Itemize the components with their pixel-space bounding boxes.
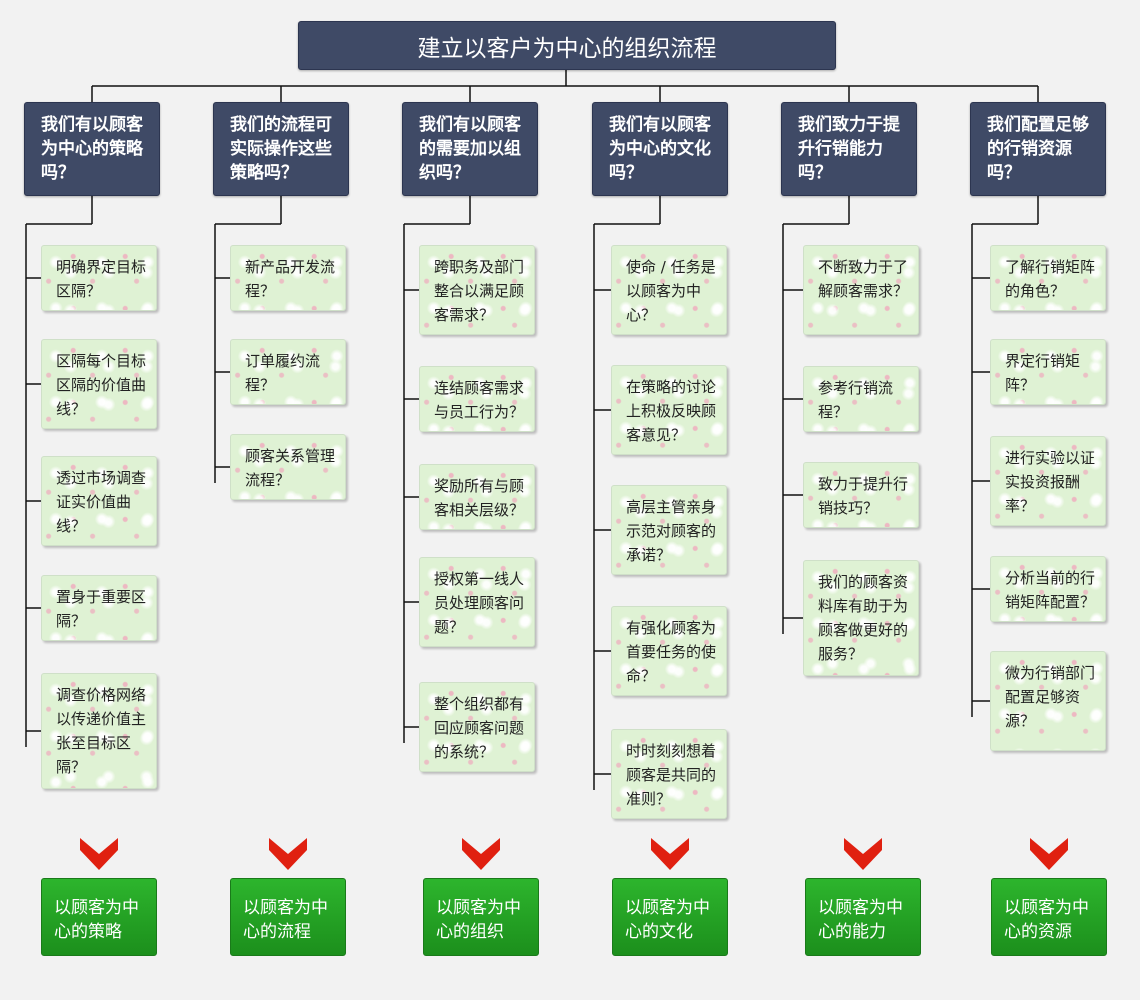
list-item: 置身于重要区隔？ [41,575,157,641]
list-item: 顾客关系管理流程？ [230,434,346,500]
list-item: 区隔每个目标区隔的价值曲线？ [41,339,157,429]
column-question-6: 我们配置足够的行销资源吗？ [970,102,1106,196]
column-question-5: 我们致力于提升行销能力吗？ [781,102,917,196]
list-item: 授权第一线人员处理顾客问题？ [419,557,535,647]
list-item: 新产品开发流程？ [230,245,346,311]
column-question-1: 我们有以顾客为中心的策略吗？ [24,102,160,196]
list-item: 了解行销矩阵的角色？ [990,245,1106,311]
column-question-2: 我们的流程可实际操作这些策略吗？ [213,102,349,196]
list-item: 跨职务及部门整合以满足顾客需求？ [419,245,535,335]
list-item: 不断致力于了解顾客需求？ [803,245,919,335]
result-3: 以顾客为中心的组织 [423,878,539,956]
column-question-4: 我们有以顾客为中心的文化吗？ [592,102,728,196]
list-item: 整个组织都有回应顾客问题的系统？ [419,682,535,772]
list-item: 奖励所有与顾客相关层级？ [419,464,535,530]
list-item: 界定行销矩阵？ [990,339,1106,405]
list-item: 微为行销部门配置足够资源？ [990,651,1106,751]
list-item: 透过市场调查证实价值曲线？ [41,456,157,546]
list-item: 明确界定目标区隔？ [41,245,157,311]
list-item: 订单履约流程？ [230,339,346,405]
column-question-3: 我们有以顾客的需要加以组织吗？ [402,102,538,196]
result-5: 以顾客为中心的能力 [805,878,921,956]
list-item: 参考行销流程？ [803,366,919,432]
list-item: 调查价格网络以传递价值主张至目标区隔？ [41,673,157,789]
list-item: 时时刻刻想着顾客是共同的准则？ [611,729,727,819]
list-item: 致力于提升行销技巧？ [803,462,919,528]
chevron-down-icon [844,838,882,870]
result-6: 以顾客为中心的资源 [991,878,1107,956]
chevron-down-icon [1030,838,1068,870]
list-item: 进行实验以证实投资报酬率？ [990,436,1106,526]
list-item: 使命 / 任务是以顾客为中心？ [611,245,727,335]
list-item: 我们的顾客资料库有助于为顾客做更好的服务？ [803,560,919,676]
chevron-down-icon [269,838,307,870]
list-item: 在策略的讨论上积极反映顾客意见？ [611,365,727,455]
result-4: 以顾客为中心的文化 [612,878,728,956]
result-2: 以顾客为中心的流程 [230,878,346,956]
list-item: 分析当前的行销矩阵配置？ [990,556,1106,622]
list-item: 连结顾客需求与员工行为？ [419,366,535,432]
diagram-title: 建立以客户为中心的组织流程 [298,21,836,70]
chevron-down-icon [80,838,118,870]
list-item: 有强化顾客为首要任务的使命？ [611,606,727,696]
list-item: 高层主管亲身示范对顾客的承诺？ [611,485,727,575]
chevron-down-icon [651,838,689,870]
result-1: 以顾客为中心的策略 [41,878,157,956]
chevron-down-icon [462,838,500,870]
